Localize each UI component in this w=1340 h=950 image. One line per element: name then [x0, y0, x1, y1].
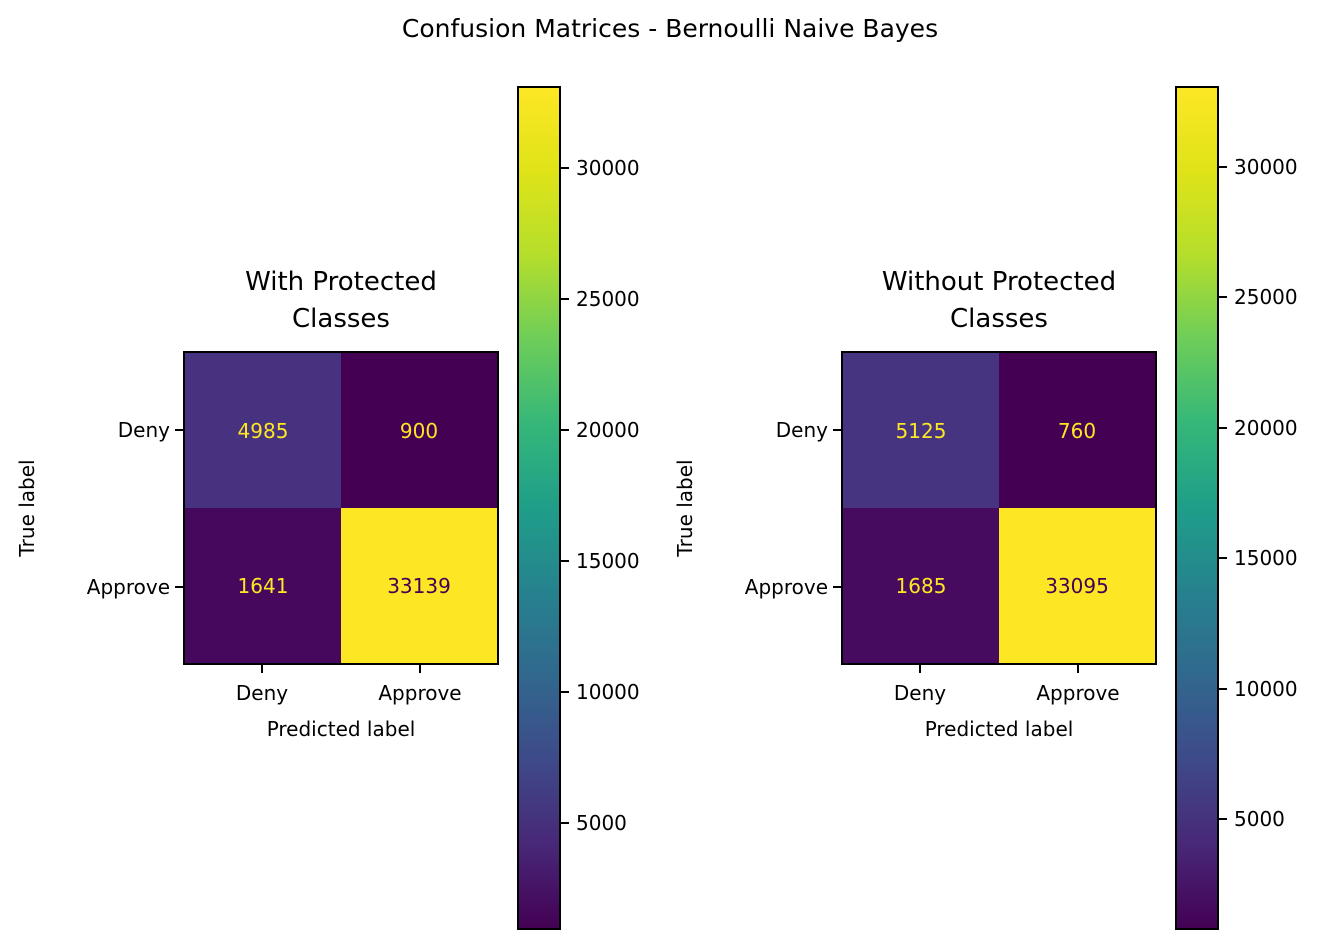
- y-tick-mark: [833, 586, 841, 588]
- matrix-cell-true-deny-pred-approve: 900: [341, 353, 497, 508]
- y-tick-label-deny: Deny: [117, 418, 170, 442]
- colorbar-tick-mark: [1219, 557, 1227, 560]
- colorbar-tick-mark: [561, 821, 569, 824]
- colorbar-tick-label: 10000: [576, 679, 640, 704]
- y-axis-label: True label: [673, 459, 697, 557]
- colorbar-gradient: [1175, 86, 1219, 930]
- colorbar-tick-mark: [561, 167, 569, 170]
- colorbar: 5000 10000 15000 20000 25000 30000: [517, 86, 640, 930]
- colorbar-tick-label: 25000: [1234, 285, 1298, 310]
- colorbar-tick-label: 15000: [576, 548, 640, 573]
- y-tick-mark: [175, 586, 183, 588]
- colorbar-tick-mark: [1219, 296, 1227, 299]
- colorbar-gradient: [517, 86, 561, 930]
- x-tick-mark: [261, 665, 263, 673]
- y-tick-label-approve: Approve: [86, 575, 170, 599]
- cell-value: 5125: [895, 418, 947, 443]
- subplot-with-protected: With Protected Classes True label Deny A…: [15, 86, 640, 930]
- colorbar-tick-mark: [561, 428, 569, 431]
- matrix-cell-true-deny-pred-deny: 4985: [185, 353, 341, 508]
- cell-value: 900: [399, 418, 439, 443]
- colorbar-tick-mark: [561, 690, 569, 693]
- y-tick-label-deny: Deny: [775, 418, 828, 442]
- x-tick-label-deny: Deny: [893, 681, 947, 705]
- subplot-title: Without Protected Classes: [881, 267, 1117, 334]
- figure-title: Confusion Matrices - Bernoulli Naive Bay…: [401, 14, 939, 43]
- cell-value: 1641: [237, 573, 289, 598]
- matrix-cell-true-approve-pred-approve: 33095: [999, 508, 1155, 663]
- colorbar-tick-mark: [1219, 687, 1227, 690]
- colorbar: 5000 10000 15000 20000 25000 30000: [1175, 86, 1298, 930]
- matrix-cell-true-deny-pred-deny: 5125: [843, 353, 999, 508]
- cell-value: 1685: [895, 573, 947, 598]
- subplot-title: With Protected Classes: [245, 267, 437, 334]
- matrix-cell-true-deny-pred-approve: 760: [999, 353, 1155, 508]
- cell-value: 33095: [1045, 573, 1109, 598]
- colorbar-tick-label: 5000: [1234, 807, 1285, 832]
- colorbar-tick-label: 15000: [1234, 546, 1298, 571]
- x-axis-label: Predicted label: [924, 717, 1074, 741]
- y-tick-mark: [833, 429, 841, 431]
- x-tick-label-deny: Deny: [235, 681, 289, 705]
- matrix-cell-true-approve-pred-deny: 1641: [185, 508, 341, 663]
- cell-value: 33139: [387, 573, 451, 598]
- colorbar-tick-label: 30000: [576, 156, 640, 181]
- colorbar-tick-mark: [1219, 818, 1227, 821]
- subplot-without-protected: Without Protected Classes True label Den…: [658, 0, 1340, 950]
- colorbar-tick-label: 5000: [576, 810, 627, 835]
- colorbar-tick-label: 30000: [1234, 154, 1298, 179]
- colorbar-tick-label: 25000: [576, 287, 640, 312]
- x-axis-label: Predicted label: [266, 717, 416, 741]
- colorbar-tick-mark: [1219, 165, 1227, 168]
- colorbar-tick-label: 10000: [1234, 676, 1298, 701]
- y-axis-label: True label: [15, 459, 39, 557]
- colorbar-tick-mark: [561, 559, 569, 562]
- colorbar-tick-label: 20000: [576, 417, 640, 442]
- colorbar-tick-label: 20000: [1234, 415, 1298, 440]
- matrix-cell-true-approve-pred-deny: 1685: [843, 508, 999, 663]
- confusion-matrix: 5125 760 1685 33095: [841, 351, 1157, 665]
- colorbar-tick-mark: [561, 298, 569, 301]
- x-tick-mark: [919, 665, 921, 673]
- confusion-matrix: 4985 900 1641 33139: [183, 351, 499, 665]
- colorbar-tick-mark: [1219, 426, 1227, 429]
- matrix-cell-true-approve-pred-approve: 33139: [341, 508, 497, 663]
- x-tick-mark: [419, 665, 421, 673]
- y-tick-mark: [175, 429, 183, 431]
- cell-value: 760: [1057, 418, 1097, 443]
- x-tick-label-approve: Approve: [378, 681, 462, 705]
- y-tick-label-approve: Approve: [744, 575, 828, 599]
- x-tick-label-approve: Approve: [1036, 681, 1120, 705]
- x-tick-mark: [1077, 665, 1079, 673]
- cell-value: 4985: [237, 418, 289, 443]
